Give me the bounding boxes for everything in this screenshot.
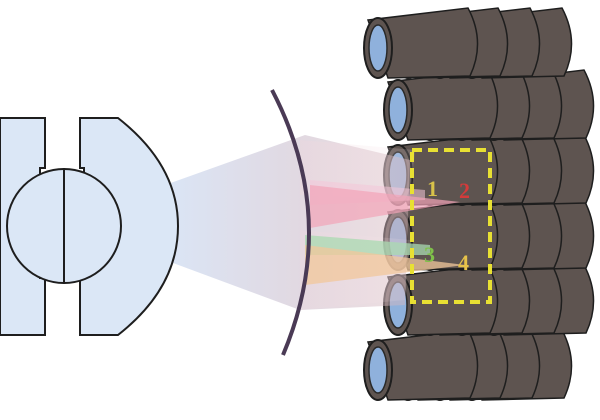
label-1: 1 bbox=[427, 176, 438, 201]
lens-aperture bbox=[368, 346, 388, 394]
lens-aperture bbox=[368, 24, 388, 72]
lens-aperture bbox=[388, 86, 408, 134]
optical-housing bbox=[0, 117, 180, 336]
beam-2 bbox=[310, 185, 460, 228]
pupil-arc bbox=[270, 89, 311, 356]
housing-right-half bbox=[79, 117, 180, 336]
label-4: 4 bbox=[458, 250, 469, 275]
tube-body bbox=[366, 7, 479, 79]
label-2: 2 bbox=[459, 178, 470, 203]
beam-4 bbox=[305, 245, 465, 285]
selection-box bbox=[410, 148, 492, 304]
label-3: 3 bbox=[424, 242, 435, 267]
